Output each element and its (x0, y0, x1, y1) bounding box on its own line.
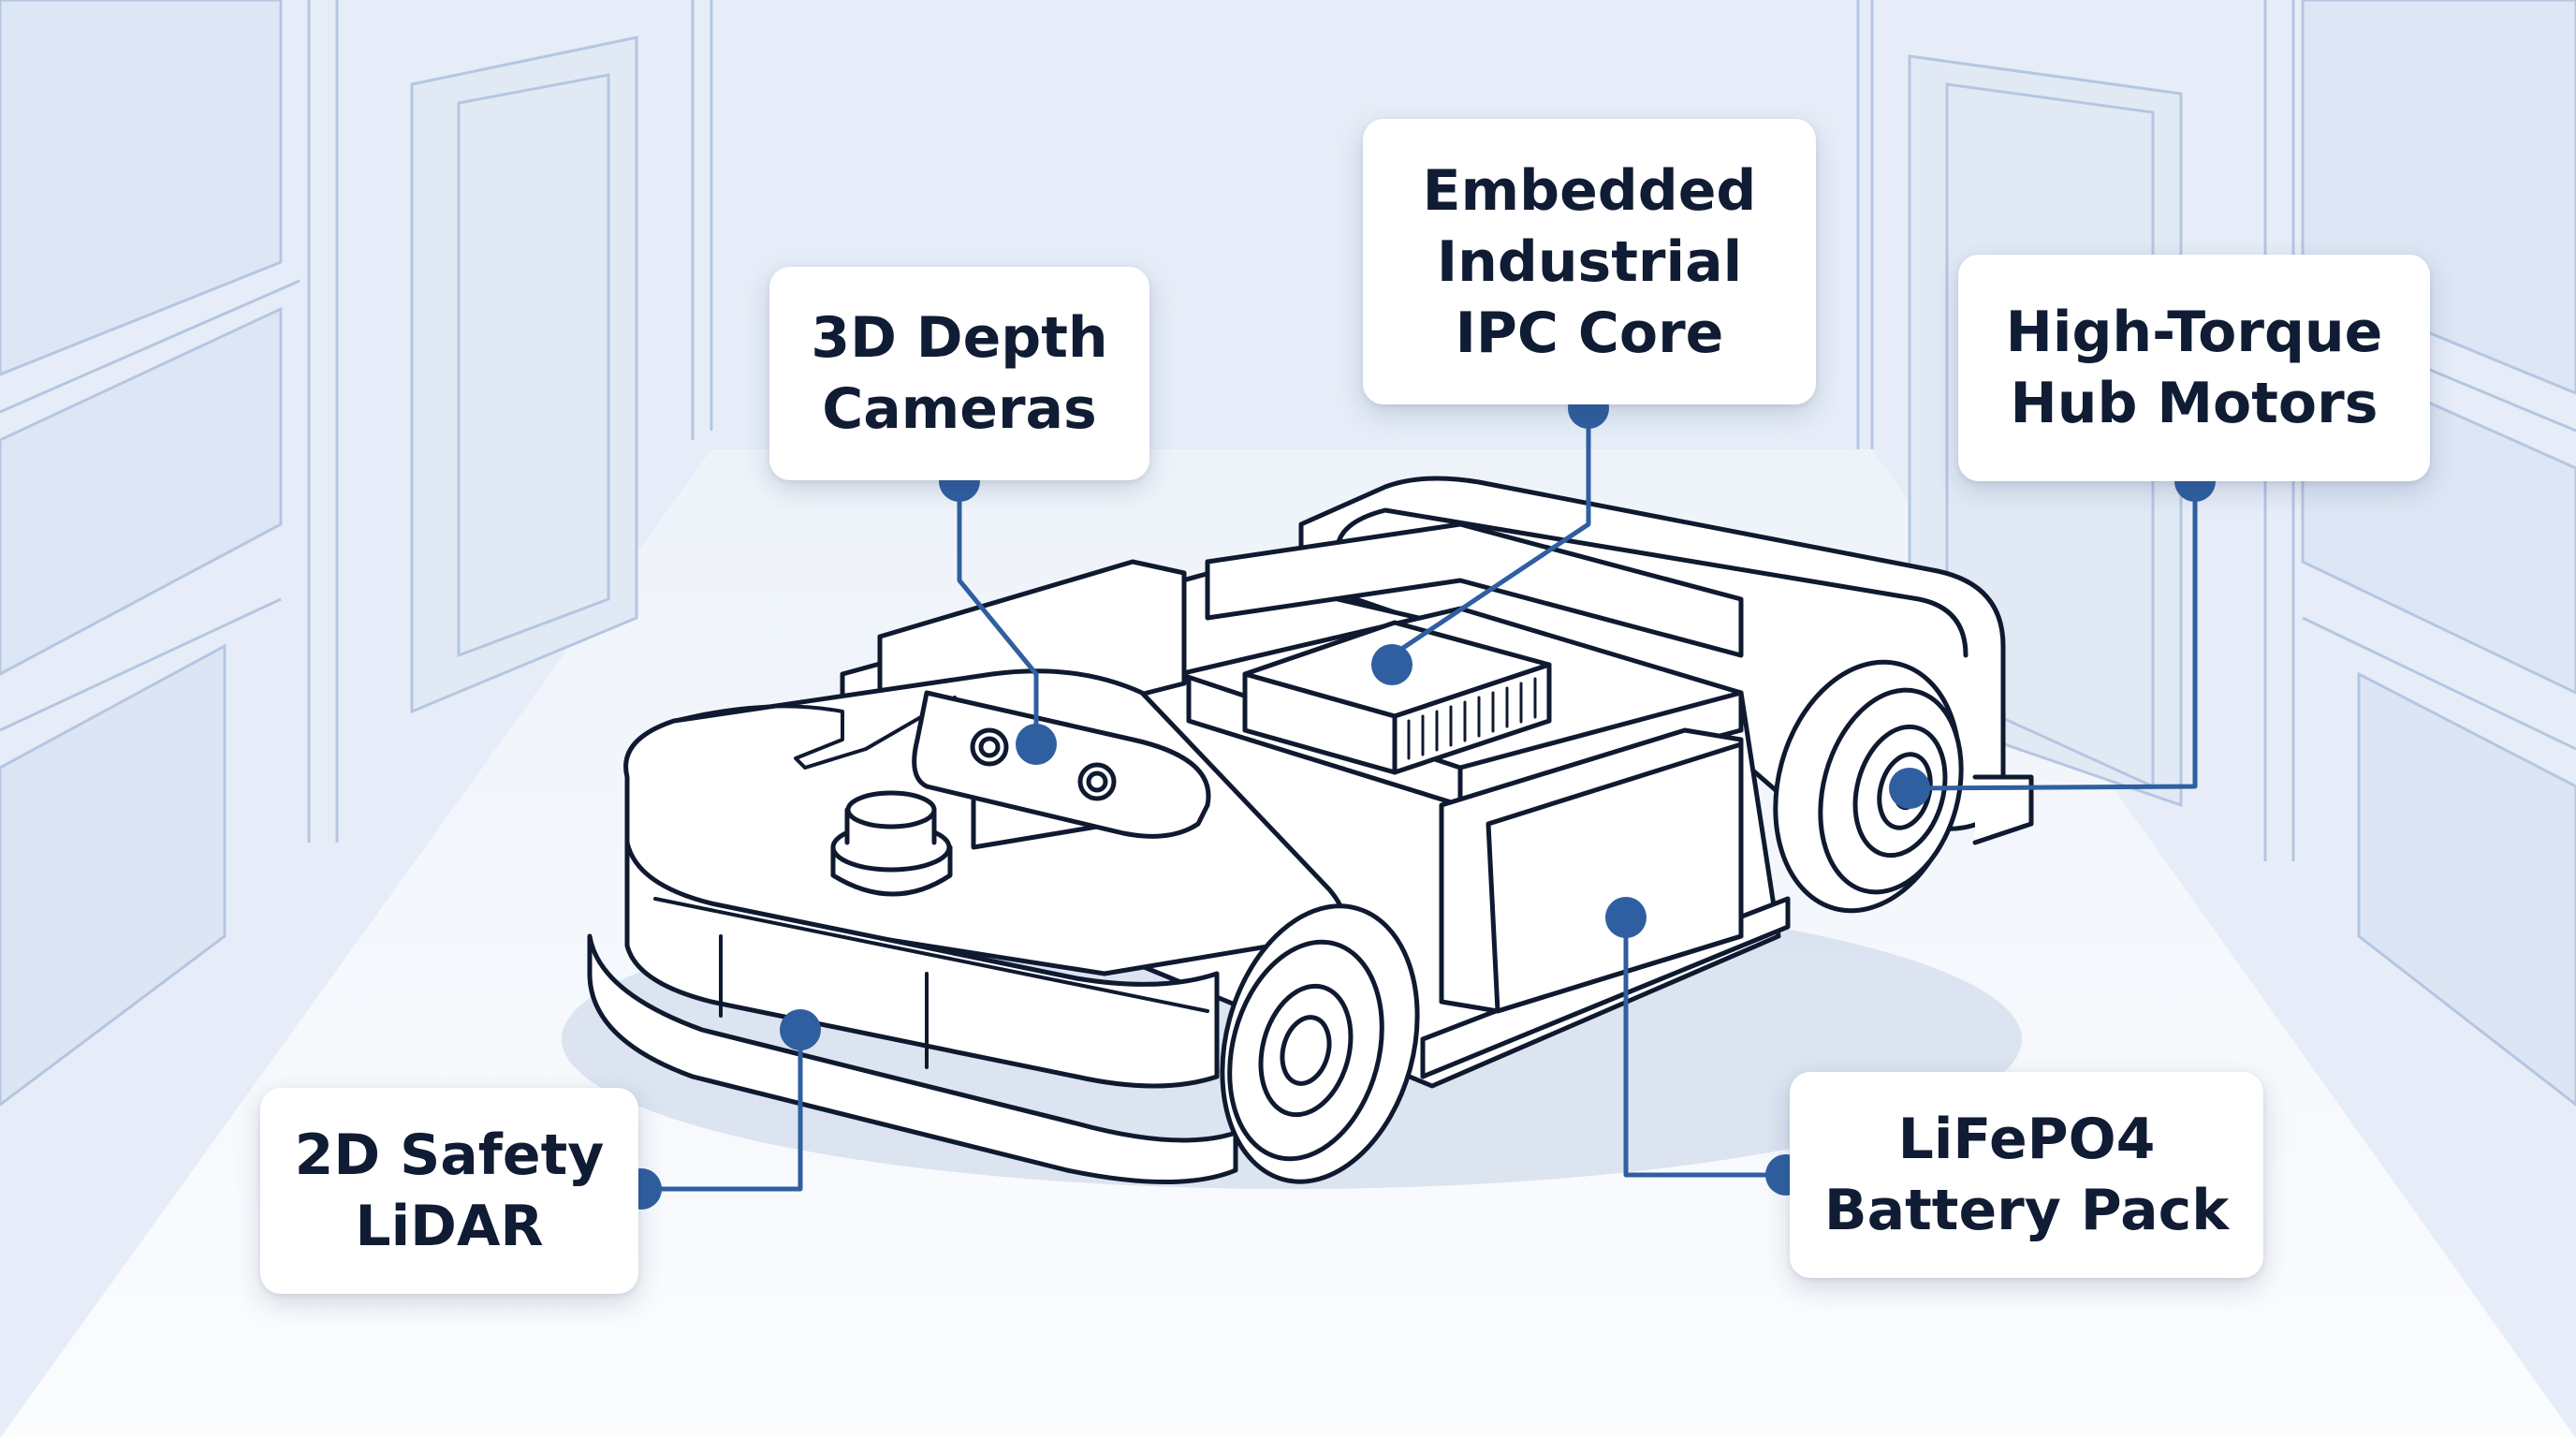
label-ipc-core-line3: IPC Core (1455, 300, 1724, 366)
dot-hub-motors-end (1889, 768, 1930, 809)
dot-battery-pack-top (1605, 897, 1647, 938)
label-safety-lidar: 2D Safety LiDAR (260, 1088, 638, 1294)
label-ipc-core: Embedded Industrial IPC Core (1363, 119, 1816, 404)
dot-depth-cameras-end (1016, 724, 1057, 765)
leader-lines (638, 405, 2198, 1192)
dot-ipc-core-end (1371, 644, 1412, 685)
label-hub-motors-line1: High-Torque (2005, 300, 2383, 365)
hub-motor-wheel (1773, 659, 1964, 914)
label-hub-motors: High-Torque Hub Motors (1958, 255, 2430, 481)
leader-line-battery-pack (1623, 915, 1789, 1178)
front-bumper (624, 840, 1220, 1089)
label-depth-cameras-line1: 3D Depth (811, 305, 1108, 371)
label-safety-lidar-line2: LiDAR (355, 1194, 544, 1259)
leader-line-hub-motors (1907, 478, 2198, 791)
leader-line-depth-cameras (957, 478, 1039, 747)
label-safety-lidar-line1: 2D Safety (294, 1123, 605, 1188)
label-battery-pack-line2: Battery Pack (1823, 1178, 2230, 1243)
dot-safety-lidar-top (780, 1009, 821, 1050)
label-depth-cameras-line2: Cameras (822, 376, 1097, 442)
depth-camera-module (912, 690, 1211, 850)
lidar-module (830, 790, 953, 897)
battery-pack-module (1439, 727, 1744, 1014)
label-depth-cameras: 3D Depth Cameras (769, 267, 1149, 480)
label-ipc-core-line2: Industrial (1436, 228, 1743, 295)
front-wheel (1220, 903, 1420, 1184)
label-battery-pack: LiFePO4 Battery Pack (1790, 1072, 2263, 1278)
label-ipc-core-line1: Embedded (1422, 157, 1757, 224)
leader-line-safety-lidar (638, 1027, 803, 1192)
label-hub-motors-line2: Hub Motors (2010, 371, 2378, 436)
label-battery-pack-line1: LiFePO4 (1897, 1107, 2156, 1172)
front-skirt (587, 933, 1238, 1184)
agv-robot (587, 476, 2034, 1184)
